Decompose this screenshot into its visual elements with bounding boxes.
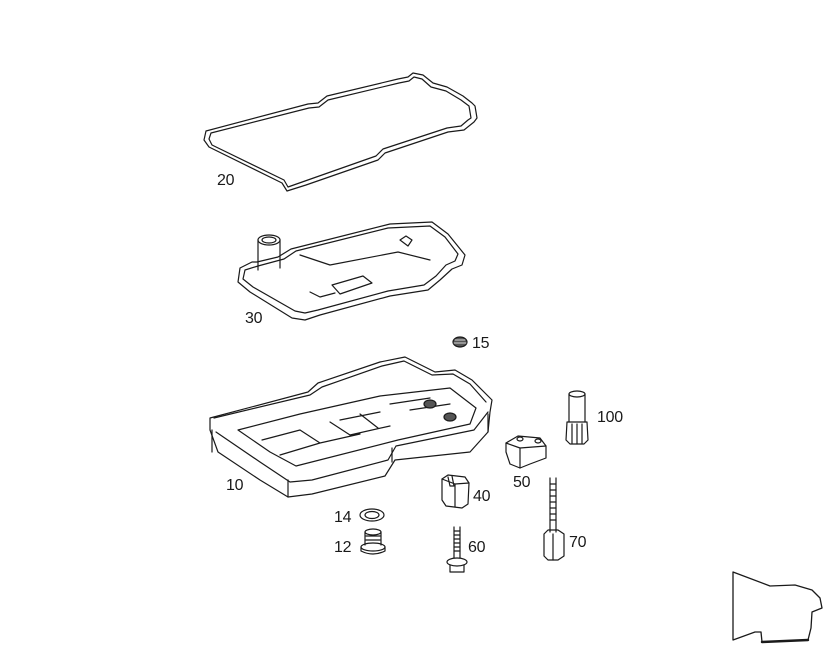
callout-50: 50 bbox=[513, 474, 531, 491]
callout-100: 100 bbox=[597, 409, 623, 426]
callout-12: 12 bbox=[334, 539, 352, 556]
drain-plug-part-12[interactable] bbox=[360, 528, 386, 555]
bolt-part-60[interactable] bbox=[446, 526, 468, 573]
callout-20: 20 bbox=[217, 172, 235, 189]
transmission-thumbnail-icon bbox=[732, 571, 823, 644]
gasket-part-20[interactable] bbox=[203, 72, 478, 192]
callout-14: 14 bbox=[334, 509, 352, 526]
callout-10: 10 bbox=[226, 477, 244, 494]
callout-40: 40 bbox=[473, 488, 491, 505]
adapter-part-100[interactable] bbox=[565, 390, 589, 445]
clip-part-50[interactable] bbox=[505, 435, 547, 469]
clip-part-40[interactable] bbox=[441, 474, 470, 509]
seal-ring-part-14[interactable] bbox=[359, 508, 385, 522]
callout-30: 30 bbox=[245, 310, 263, 327]
callout-70: 70 bbox=[569, 534, 587, 551]
magnet-part-15[interactable] bbox=[452, 336, 468, 348]
oil-pan-part-10[interactable] bbox=[209, 356, 493, 498]
callout-15: 15 bbox=[472, 335, 490, 352]
stud-bolt-part-70[interactable] bbox=[543, 477, 565, 561]
filter-part-30[interactable] bbox=[237, 221, 466, 321]
callout-60: 60 bbox=[468, 539, 486, 556]
